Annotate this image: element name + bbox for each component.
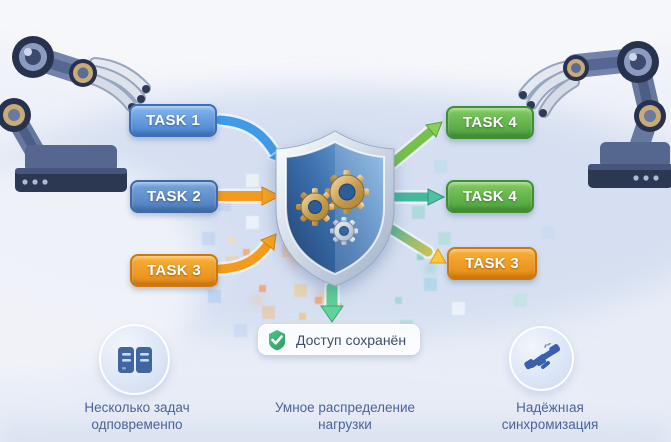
task-box-1: TASK 1 xyxy=(129,104,217,137)
task-box-4-middle: TASK 4 xyxy=(446,180,534,213)
status-badge-label: Доступ сохранён xyxy=(296,331,407,348)
task-box-4-top: TASK 4 xyxy=(446,106,534,139)
feature-label-line: Умное распределение xyxy=(274,400,416,415)
status-badge: Доступ сохранён xyxy=(258,324,421,355)
background-blob xyxy=(0,422,671,442)
feature-label-load-balancing: Умное распределение нагрузки xyxy=(240,399,450,433)
feature-label-line: нагрузки xyxy=(318,417,372,432)
task-box-2: TASK 2 xyxy=(130,180,218,213)
feature-label-line: Надёжнıая xyxy=(516,400,584,415)
task-cards-icon xyxy=(99,324,170,395)
background-blob xyxy=(0,0,671,90)
feature-label-multitask: Несколько задач одповременпо xyxy=(32,399,242,433)
feature-label-line: Несколько задач xyxy=(84,400,190,415)
task-box-3: TASK 3 xyxy=(130,254,218,287)
shield-check-icon xyxy=(269,329,285,350)
feature-label-sync: Надёжнıая синхромизация xyxy=(445,399,655,433)
feature-label-line: одповременпо xyxy=(91,417,183,432)
handshake-icon xyxy=(509,326,574,391)
task-box-3-right: TASK 3 xyxy=(447,247,537,280)
glow-dots-texture xyxy=(0,0,1,1)
feature-label-line: синхромизация xyxy=(501,417,599,432)
